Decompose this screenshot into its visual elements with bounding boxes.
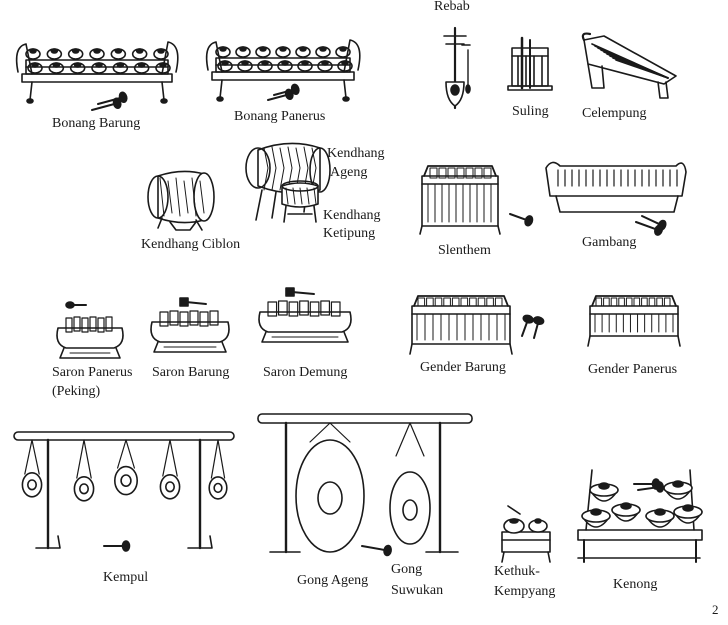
- slenthem-illustration: [419, 165, 534, 235]
- saron-barung-illustration: [150, 297, 230, 353]
- celempung-illustration: [581, 32, 677, 99]
- gender-barung-illustration: [409, 295, 545, 355]
- label-gong-suwukan-line2: Suwukan: [391, 583, 444, 598]
- label-kendhang-ageng-line1: Kendhang: [327, 146, 385, 161]
- label-bonang-barung: Bonang Barung: [52, 116, 141, 131]
- page-number: 2: [712, 602, 719, 617]
- gong-stand-illustration: [257, 413, 473, 557]
- label-saron-panerus-line2: (Peking): [52, 384, 101, 399]
- saron-demung-illustration: [258, 287, 352, 343]
- label-gambang: Gambang: [582, 235, 637, 250]
- kendhang-ciblon-illustration: [147, 170, 215, 231]
- kethuk-kempyang-illustration: [501, 505, 551, 563]
- label-saron-demung: Saron Demung: [263, 365, 348, 380]
- saron-panerus-illustration: [56, 301, 124, 359]
- label-kempul: Kempul: [103, 570, 149, 585]
- label-celempung: Celempung: [582, 106, 647, 121]
- bonang-panerus-illustration: [205, 39, 361, 102]
- label-slenthem: Slenthem: [438, 243, 491, 258]
- label-gender-panerus: Gender Panerus: [588, 362, 678, 377]
- suling-illustration: [507, 36, 553, 91]
- gambang-illustration: [545, 161, 687, 236]
- label-kethuk-kempyang-line1: Kethuk-: [494, 564, 540, 579]
- label-kethuk-kempyang-line2: Kempyang: [494, 584, 556, 599]
- label-suling: Suling: [512, 104, 549, 119]
- label-saron-panerus-line1: Saron Panerus: [52, 365, 133, 380]
- label-gong-suwukan-line1: Gong: [391, 562, 423, 577]
- label-bonang-panerus: Bonang Panerus: [234, 109, 326, 124]
- label-saron-barung: Saron Barung: [152, 365, 230, 380]
- label-kendhang-ageng-line2: Ageng: [330, 165, 368, 180]
- label-kenong: Kenong: [613, 577, 658, 592]
- label-kendhang-ciblon: Kendhang Ciblon: [141, 237, 241, 252]
- gender-panerus-illustration: [587, 295, 681, 347]
- kempul-illustration: [13, 431, 235, 552]
- label-gong-ageng: Gong Ageng: [297, 573, 369, 588]
- kendhang-ketipung-illustration: [281, 180, 319, 223]
- rebab-illustration: [443, 26, 471, 110]
- bonang-barung-illustration: [15, 41, 179, 111]
- label-kendhang-ketipung-line1: Kendhang: [323, 208, 381, 223]
- label-kendhang-ketipung-line2: Ketipung: [323, 226, 376, 241]
- kenong-illustration: [577, 469, 703, 563]
- label-rebab: Rebab: [434, 0, 470, 14]
- label-gender-barung: Gender Barung: [420, 360, 506, 375]
